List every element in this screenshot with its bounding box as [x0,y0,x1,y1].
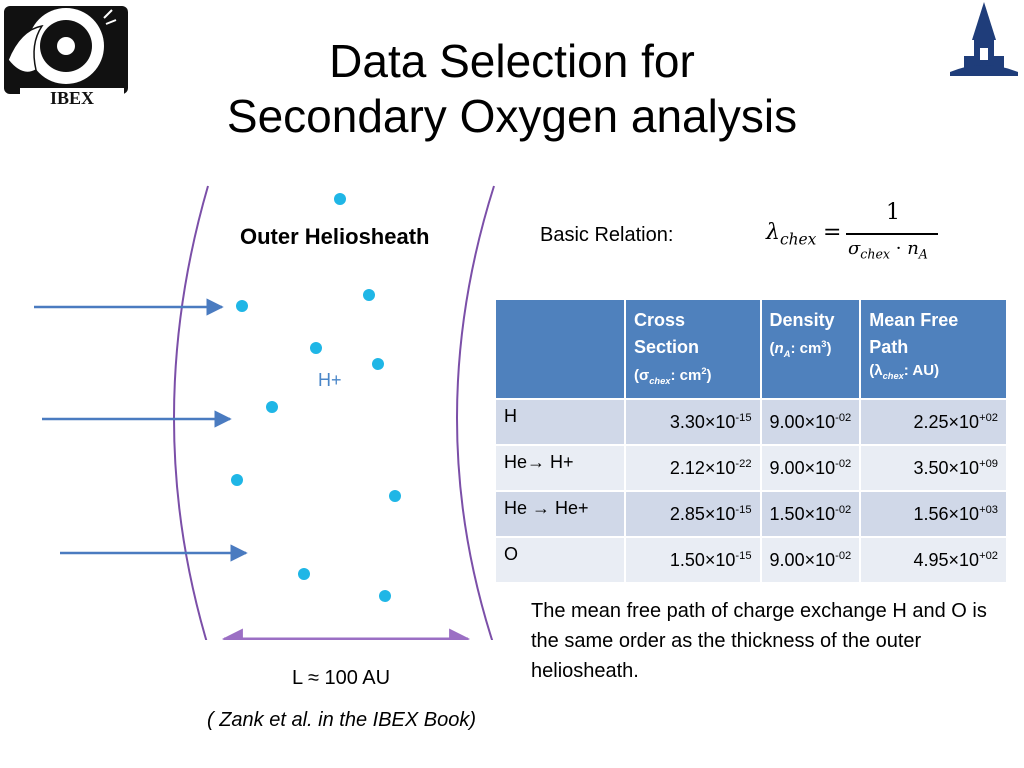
conclusion-note: The mean free path of charge exchange H … [531,600,987,682]
table-header-blank [496,300,624,398]
table-row: He→ H+ 2.12×10-22 9.00×10-02 3.50×10+09 [496,446,1006,490]
ibex-logo: IBEX [4,6,128,108]
table-header-cross-section: Cross Section (σchex: cm2) [626,300,760,398]
particle-dot [298,568,310,580]
slide-title-line1: Data Selection for [329,35,695,87]
arrow-right-icon: → [532,498,551,518]
density-cell: 9.00×10-02 [761,538,860,582]
mean-free-path-cell: 2.25×10+02 [861,400,1006,444]
species-cell: He → He+ [496,492,624,536]
mean-free-path-cell: 4.95×10+02 [861,538,1006,582]
heliosheath-diagram [34,185,495,640]
table-row: He → He+ 2.85×10-15 1.50×10-02 1.56×10+0… [496,492,1006,536]
table-header-density: Density (nA: cm3) [761,300,860,398]
thickness-label: L ≈ 100 AU [292,667,391,689]
cross-section-cell: 2.85×10-15 [626,492,760,536]
formula-numerator: 1 [886,200,900,225]
table-row: O 1.50×10-15 9.00×10-02 4.95×10+02 [496,538,1006,582]
ibex-logo-text: IBEX [50,88,94,108]
mean-free-path-cell: 3.50×10+09 [861,446,1006,490]
particle-dot [334,193,346,205]
table-header-row: Cross Section (σchex: cm2) Density (nA: … [496,300,1006,398]
outer-heliosheath-label: Outer Heliosheath [240,224,430,249]
outer-boundary-curve [456,185,495,640]
mean-free-path-cell: 1.56×10+03 [861,492,1006,536]
particle-dot [379,590,391,602]
particle-dot [310,342,322,354]
particle-dot [236,300,248,312]
mean-free-path-formula: 1 λchex = σchex · nA [766,200,946,270]
particle-dot [363,289,375,301]
hplus-label: H+ [318,370,342,390]
species-cell: H [496,400,624,444]
formula-fraction-bar [846,233,938,235]
particle-dot [231,474,243,486]
slide-title-line2: Secondary Oxygen analysis [226,90,798,142]
table-row: H 3.30×10-15 9.00×10-02 2.25×10+02 [496,400,1006,444]
slide-title: Data Selection for Secondary Oxygen anal… [150,34,874,144]
density-cell: 9.00×10-02 [761,400,860,444]
particle-dot [389,490,401,502]
density-cell: 9.00×10-02 [761,446,860,490]
formula-equals: = [823,220,842,245]
university-tower-logo [950,2,1018,76]
cross-section-cell: 1.50×10-15 [626,538,760,582]
inner-boundary-curve [173,185,209,640]
cross-section-table: Cross Section (σchex: cm2) Density (nA: … [494,298,1008,584]
species-cell: He→ H+ [496,446,624,490]
particle-dot [372,358,384,370]
cross-section-cell: 2.12×10-22 [626,446,760,490]
density-cell: 1.50×10-02 [761,492,860,536]
arrow-right-icon: → [527,452,546,472]
cross-section-cell: 3.30×10-15 [626,400,760,444]
formula-lhs: λchex [766,220,817,249]
species-cell: O [496,538,624,582]
formula-denominator: σchex · nA [848,238,928,262]
table-header-mean-free-path: Mean Free Path (λchex: AU) [861,300,1006,398]
citation: ( Zank et al. in the IBEX Book) [207,709,477,731]
particle-dot [266,401,278,413]
basic-relation-label: Basic Relation: [540,224,674,246]
